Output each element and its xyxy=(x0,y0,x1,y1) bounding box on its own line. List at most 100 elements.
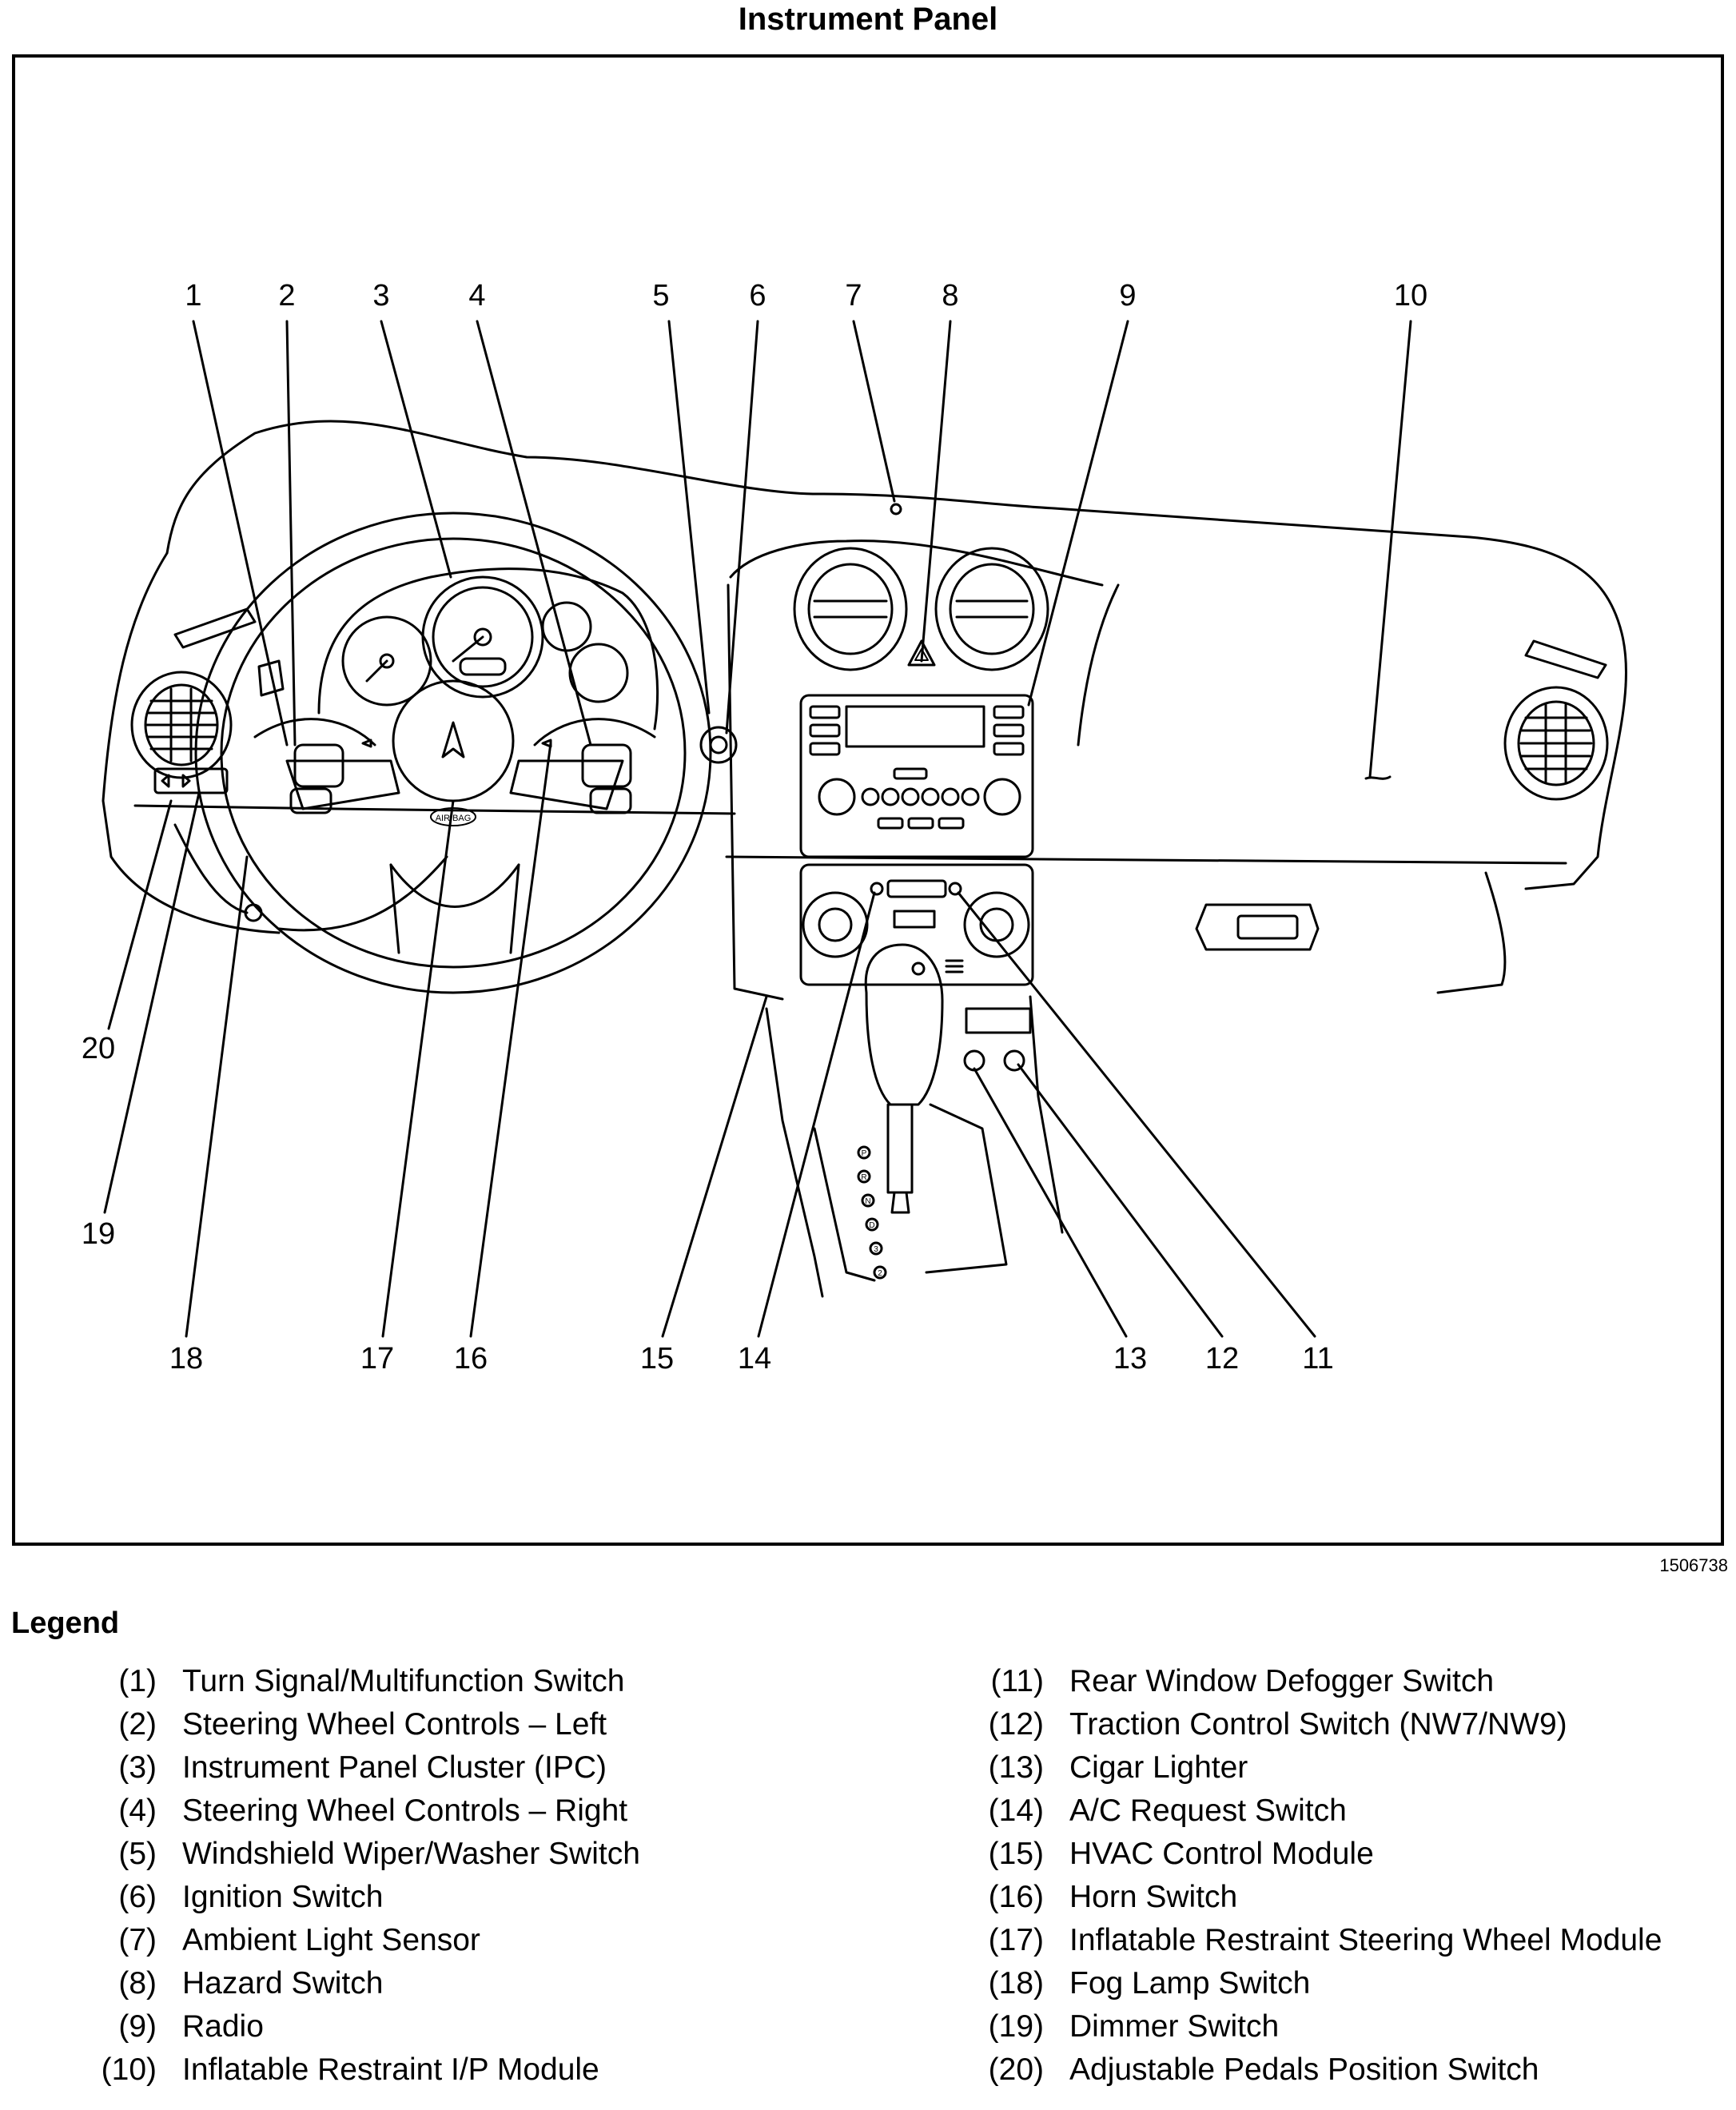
callout-13: 13 xyxy=(1113,1342,1147,1375)
legend-label: Windshield Wiper/Washer Switch xyxy=(182,1837,640,1871)
legend-num: (15) xyxy=(988,1837,1044,1871)
center-vents xyxy=(793,547,1049,671)
steering-controls-left xyxy=(289,743,344,814)
instrument-cluster xyxy=(317,567,659,731)
callout-12: 12 xyxy=(1205,1342,1239,1375)
callout-8: 8 xyxy=(942,279,958,313)
legend-title: Legend xyxy=(11,1606,120,1640)
legend-num: (1) xyxy=(118,1664,157,1698)
callout-6: 6 xyxy=(749,279,766,313)
callout-4: 4 xyxy=(468,279,485,313)
legend-item: (3) Instrument Panel Cluster (IPC) xyxy=(80,1750,640,1794)
legend-item: (14)A/C Request Switch xyxy=(967,1794,1662,1837)
legend-label: Dimmer Switch xyxy=(1069,2009,1280,2044)
legend-label: Instrument Panel Cluster (IPC) xyxy=(182,1750,607,1785)
legend-item: (7) Ambient Light Sensor xyxy=(80,1923,640,1966)
legend-item: (13) Cigar Lighter xyxy=(967,1750,1662,1794)
legend-label: Inflatable Restraint Steering Wheel Modu… xyxy=(1069,1923,1662,1957)
legend-num: (7) xyxy=(118,1923,157,1957)
legend-label: Steering Wheel Controls – Left xyxy=(182,1707,607,1742)
horn-symbols xyxy=(361,738,552,748)
callout-2: 2 xyxy=(278,279,295,313)
center-console xyxy=(765,995,1064,1298)
legend-left-column: (1) Turn Signal/Multifunction Switch (2)S… xyxy=(80,1664,640,2096)
callout-10: 10 xyxy=(1394,279,1427,313)
callout-7: 7 xyxy=(845,279,862,313)
legend-num: (4) xyxy=(118,1794,157,1828)
hvac-control-module xyxy=(799,863,1034,986)
diagram-frame: AIR BAG xyxy=(12,54,1724,1546)
legend-label: Inflatable Restraint I/P Module xyxy=(182,2052,599,2087)
callout-11: 11 xyxy=(1302,1342,1333,1375)
passenger-airbag-mark xyxy=(1364,775,1392,780)
legend-label: Ambient Light Sensor xyxy=(182,1923,480,1957)
console-label-plate xyxy=(965,1007,1032,1034)
callout-14: 14 xyxy=(738,1342,771,1375)
legend-num: (3) xyxy=(118,1750,157,1785)
callout-3: 3 xyxy=(372,279,389,313)
legend-num: (16) xyxy=(988,1880,1044,1914)
legend-num: (11) xyxy=(990,1664,1044,1698)
legend-item: (6) Ignition Switch xyxy=(80,1880,640,1923)
legend-item: (2)Steering Wheel Controls – Left xyxy=(80,1707,640,1750)
callout-16: 16 xyxy=(454,1342,488,1375)
right-air-vent xyxy=(1503,686,1609,801)
legend-label: Cigar Lighter xyxy=(1069,1750,1248,1785)
ignition-switch-core xyxy=(709,735,728,754)
hazard-switch xyxy=(907,639,936,667)
instrument-panel-drawing: AIR BAG xyxy=(82,279,1627,1375)
defrost-slots xyxy=(173,607,1607,679)
legend-num: (13) xyxy=(988,1750,1044,1785)
left-air-vent xyxy=(130,671,233,779)
figure-id: 1506738 xyxy=(1659,1555,1728,1575)
legend-item: (18) Fog Lamp Switch xyxy=(967,1966,1662,2009)
legend-num: (6) xyxy=(118,1880,157,1914)
legend-num: (5) xyxy=(118,1837,157,1871)
pedal-right-arrow-icon xyxy=(181,774,191,788)
callout-leader-lines xyxy=(103,320,1412,1338)
legend-label: Rear Window Defogger Switch xyxy=(1069,1664,1495,1698)
shifter-position-label: 2 xyxy=(878,1269,882,1278)
ignition-switch xyxy=(699,726,738,764)
legend-item: (9)Radio xyxy=(80,2009,640,2052)
callout-15: 15 xyxy=(640,1342,674,1375)
callout-1: 1 xyxy=(185,279,201,313)
glove-box xyxy=(1195,903,1320,951)
callout-numbers: 1 2 3 4 5 6 7 8 9 10 11 12 13 14 15 16 1… xyxy=(82,279,1427,1375)
legend-label: Turn Signal/Multifunction Switch xyxy=(182,1664,625,1698)
shifter-position-label: D xyxy=(869,1221,874,1230)
ambient-light-sensor xyxy=(890,503,902,516)
legend-num: (20) xyxy=(988,2052,1044,2087)
legend-num: (18) xyxy=(988,1966,1044,2001)
legend-label: Hazard Switch xyxy=(182,1966,384,2001)
shifter-position-label: R xyxy=(861,1173,866,1182)
legend-item: (16)Horn Switch xyxy=(967,1880,1662,1923)
legend-label: Steering Wheel Controls – Right xyxy=(182,1794,628,1828)
legend-item: (5) Windshield Wiper/Washer Switch xyxy=(80,1837,640,1880)
legend-label: Fog Lamp Switch xyxy=(1069,1966,1311,2001)
turn-signal-stalk xyxy=(257,659,285,697)
rear-defogger-switch xyxy=(948,882,962,896)
legend-item: (4) Steering Wheel Controls – Right xyxy=(80,1794,640,1837)
ac-request-switch xyxy=(870,882,884,896)
legend-item: (8)Hazard Switch xyxy=(80,1966,640,2009)
legend-num: (19) xyxy=(988,2009,1044,2044)
legend-num: (17) xyxy=(988,1923,1044,1957)
shifter-position-label: P xyxy=(862,1149,867,1158)
legend-label: Radio xyxy=(182,2009,264,2044)
legend-item: (10) Inflatable Restraint I/P Module xyxy=(80,2052,640,2096)
legend-item: (12) Traction Control Switch (NW7/NW9) xyxy=(967,1707,1662,1750)
legend-num: (12) xyxy=(988,1707,1044,1742)
cigar-lighter xyxy=(963,1049,985,1072)
gear-shifter xyxy=(857,943,944,1280)
steering-wheel xyxy=(194,512,712,994)
callout-18: 18 xyxy=(169,1342,203,1375)
callout-19: 19 xyxy=(82,1217,115,1251)
legend-label: HVAC Control Module xyxy=(1069,1837,1374,1871)
legend-label: Ignition Switch xyxy=(182,1880,384,1914)
legend-label: A/C Request Switch xyxy=(1069,1794,1347,1828)
radio xyxy=(799,694,1034,858)
legend-label: Traction Control Switch (NW7/NW9) xyxy=(1069,1707,1567,1742)
legend-item: (20)Adjustable Pedals Position Switch xyxy=(967,2052,1662,2096)
legend-num: (10) xyxy=(101,2052,157,2087)
